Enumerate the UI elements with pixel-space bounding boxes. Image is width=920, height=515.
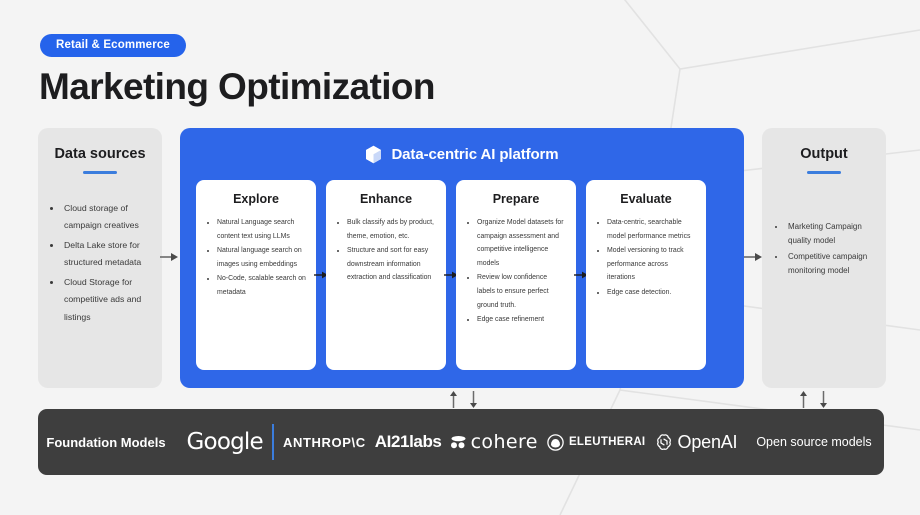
list-item: Cloud storage of campaign creatives [62,200,150,235]
arrow-enhance-to-prepare [444,271,458,279]
list-item: Delta Lake store for structured metadata [62,237,150,272]
openai-logo-text: OpenAI [677,431,738,452]
list-item: Edge case detection. [607,286,696,300]
platform-header: Data-centric AI platform [180,128,744,180]
arrow-up-icon [450,391,457,408]
card-list: Natural Language search content text usi… [206,216,306,300]
list-item: Organize Model datasets for campaign ass… [477,216,566,270]
eleutherai-logo-text: ELEUTHERAI [568,436,646,448]
arrow-up-icon [800,391,807,408]
card-title: Prepare [492,192,540,206]
list-item: Natural Language search content text usi… [217,216,306,243]
data-sources-list: Cloud storage of campaign creatives Delt… [50,200,150,327]
cube-icon [366,145,382,163]
page-title: Marketing Optimization [39,66,435,107]
logo-divider [271,424,274,460]
card-prepare[interactable]: Prepare Organize Model datasets for camp… [456,180,588,370]
foundation-models-label: Foundation Models [46,434,166,450]
list-item: Edge case refinement [477,313,566,327]
output-panel: Output Marketing Campaign quality model … [762,128,886,388]
anthropic-logo: ANTHROP\C [283,434,366,450]
card-list: Bulk classify ads by product, theme, emo… [336,216,436,285]
list-item: Data-centric, searchable model performan… [607,216,696,243]
list-item: No-Code, scalable search on metadata [217,272,306,299]
arrow-sources-to-platform [160,253,178,261]
eleutherai-logo-group: ELEUTHERAI [547,433,646,451]
list-item: Model versioning to track performance ac… [607,244,696,285]
arrow-platform-to-output [744,253,762,261]
list-item: Natural language search on images using … [217,244,306,271]
data-sources-panel: Data sources Cloud storage of campaign c… [38,128,162,388]
openai-logo-group: OpenAI [655,432,738,453]
arrows-output-to-models-right [799,391,828,408]
category-tag: Retail & Ecommerce [40,34,186,57]
google-logo: Google [186,429,264,455]
arrow-explore-to-enhance [314,271,328,279]
platform-panel: Data-centric AI platform Explore Natural… [180,128,744,388]
list-item: Cloud Storage for competitive ads and li… [62,274,150,327]
open-source-models-label: Open source models [756,434,872,449]
title-underline [83,171,117,174]
output-list: Marketing Campaign quality model Competi… [774,220,874,278]
card-title: Enhance [359,192,413,206]
card-list: Organize Model datasets for campaign ass… [466,216,566,327]
arrow-down-icon [820,391,827,408]
ai21labs-logo: AI21labs [374,432,442,451]
foundation-models-logos: Google ANTHROP\C AI21labs cohere ELEUTHE… [166,424,752,460]
card-title: Explore [233,192,279,206]
list-item: Bulk classify ads by product, theme, emo… [347,216,436,243]
list-item: Competitive campaign monitoring model [786,250,874,278]
cohere-mark-icon [450,436,466,449]
card-explore[interactable]: Explore Natural Language search content … [196,180,328,370]
list-item: Review low confidence labels to ensure p… [477,271,566,312]
list-item: Structure and sort for easy downstream i… [347,244,436,285]
card-enhance[interactable]: Enhance Bulk classify ads by product, th… [326,180,458,370]
eleutherai-mark-icon [547,433,564,451]
card-title: Evaluate [620,192,672,206]
output-title: Output [800,146,848,162]
arrow-down-icon [470,391,477,408]
title-underline [807,171,841,174]
data-sources-title: Data sources [54,146,146,162]
list-item: Marketing Campaign quality model [786,220,874,248]
cohere-logo-group: cohere [450,431,538,453]
card-list: Data-centric, searchable model performan… [596,216,696,300]
arrows-platform-to-models-left [449,391,478,408]
card-evaluate[interactable]: Evaluate Data-centric, searchable model … [586,180,706,370]
openai-mark-icon [656,434,671,450]
foundation-models-bar: Foundation Models Google ANTHROP\C AI21l… [38,409,884,475]
platform-title: Data-centric AI platform [391,145,559,163]
cohere-logo-text: cohere [470,431,538,453]
platform-cards: Explore Natural Language search content … [180,180,744,370]
